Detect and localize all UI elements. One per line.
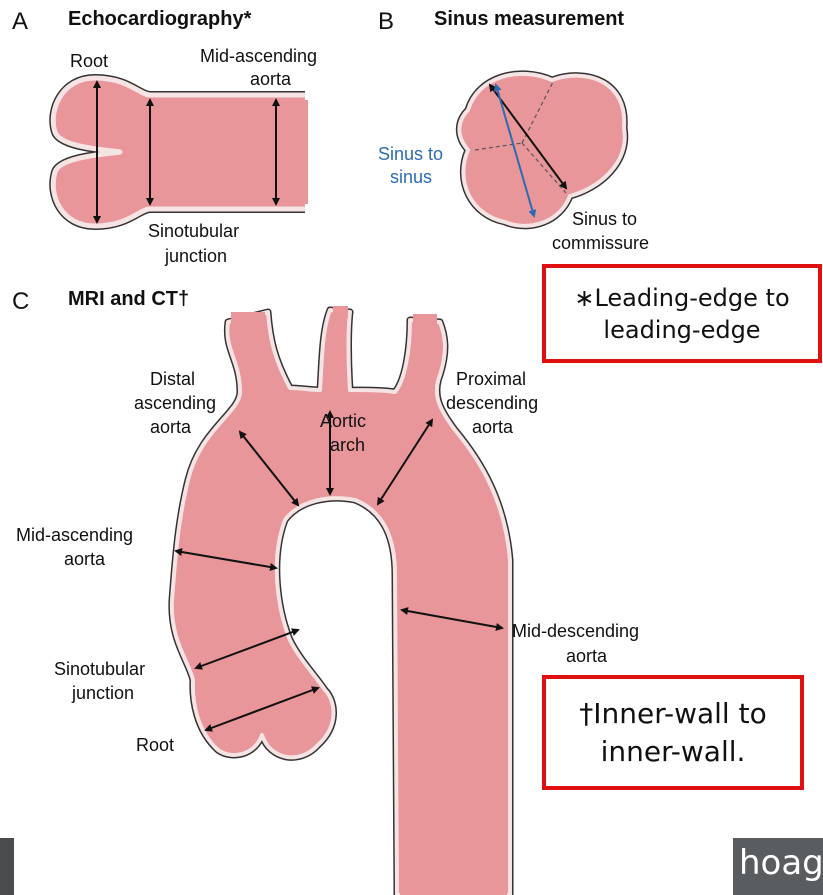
label-arch-1: Aortic [320, 410, 366, 432]
label-root-a: Root [70, 50, 108, 72]
label-distal-1: Distal [150, 368, 195, 390]
panel-a-letter: A [12, 8, 28, 36]
label-sinus-to-commissure-2: commissure [552, 232, 649, 254]
label-mid-ascending-a-1: Mid-ascending [200, 45, 317, 67]
footer-bar [0, 838, 14, 895]
label-sinus-to-sinus-1: Sinus to [378, 143, 443, 165]
label-prox-1: Proximal [456, 368, 526, 390]
note-leading-edge: ∗Leading-edge to leading-edge [542, 264, 822, 363]
note-leading-edge-line-1: ∗Leading-edge to [574, 282, 789, 314]
label-distal-2: ascending [134, 392, 216, 414]
label-stj-c-1: Sinotubular [54, 658, 145, 680]
hoag-logo-text: hoag [739, 843, 823, 883]
note-inner-wall: †Inner-wall to inner-wall. [542, 675, 804, 790]
label-midasc-2: aorta [64, 548, 105, 570]
label-sinotubular-a-1: Sinotubular [148, 220, 239, 242]
label-prox-3: aorta [472, 416, 513, 438]
hoag-logo: hoag. [733, 838, 823, 895]
note-leading-edge-line-2: leading-edge [603, 314, 760, 346]
note-inner-wall-line-2: inner-wall. [601, 733, 746, 771]
label-prox-2: descending [446, 392, 538, 414]
label-middesc-1: Mid-descending [512, 620, 639, 642]
label-distal-3: aorta [150, 416, 191, 438]
label-root-c: Root [136, 734, 174, 756]
label-sinus-to-commissure-1: Sinus to [572, 208, 637, 230]
panel-a-title: Echocardiography* [68, 8, 251, 31]
label-arch-2: arch [330, 434, 365, 456]
label-mid-ascending-a-2: aorta [250, 68, 291, 90]
panel-b-letter: B [378, 8, 394, 36]
label-midasc-1: Mid-ascending [16, 524, 133, 546]
panel-a-vessel [53, 78, 308, 226]
label-sinotubular-a-2: junction [165, 245, 227, 267]
label-sinus-to-sinus-2: sinus [390, 166, 432, 188]
panel-b-sinus [459, 74, 624, 226]
label-middesc-2: aorta [566, 645, 607, 667]
panel-c-letter: C [12, 288, 29, 316]
panel-c-title: MRI and CT† [68, 288, 189, 311]
note-inner-wall-line-1: †Inner-wall to [579, 695, 766, 733]
label-stj-c-2: junction [72, 682, 134, 704]
panel-b-title: Sinus measurement [434, 8, 624, 31]
